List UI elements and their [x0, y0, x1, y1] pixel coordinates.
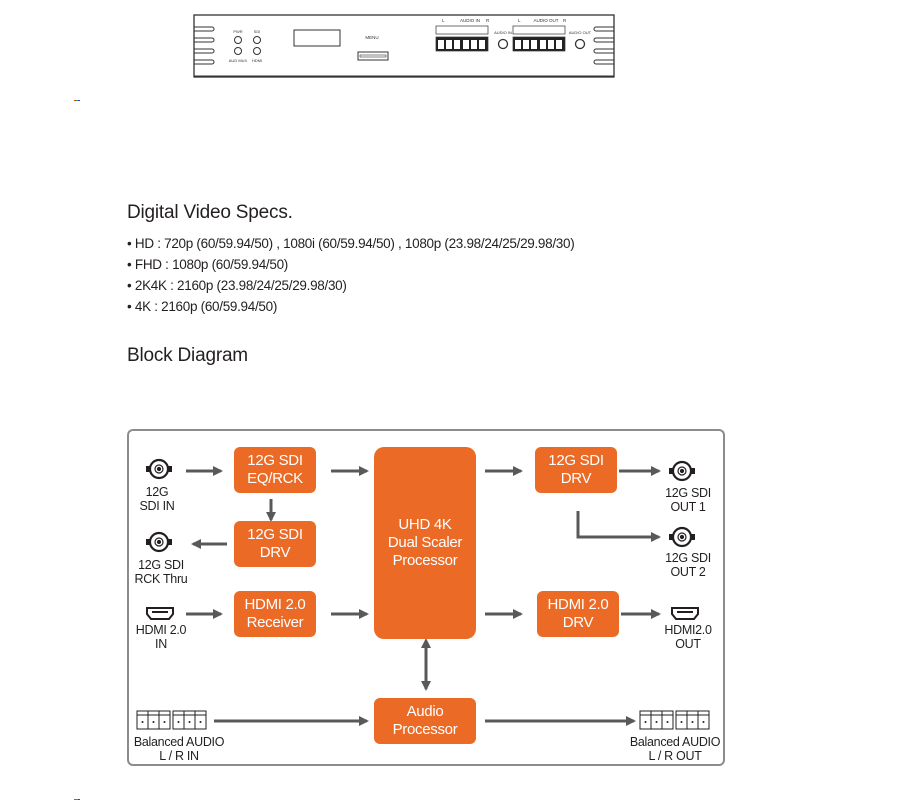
label-line: Balanced AUDIO — [133, 735, 225, 749]
led-hdmi-icon — [253, 47, 261, 55]
port-label-audio-in: Balanced AUDIO L / R IN — [129, 735, 229, 763]
label-line: L / R OUT — [648, 749, 702, 763]
label-line: IN — [155, 637, 167, 651]
audio-out-jack-icon — [574, 38, 586, 50]
block-line: Processor — [392, 721, 458, 738]
bnc-connector-icon — [146, 531, 172, 553]
bnc-connector-icon — [146, 458, 172, 480]
label-line: 12G — [145, 485, 169, 499]
audio-out-right-label: R — [563, 18, 567, 23]
hdmi-port-icon — [671, 607, 699, 620]
port-label-sdi-in: 12G SDI IN — [137, 485, 177, 513]
led-label-sdi: SDI — [254, 29, 261, 34]
lcd-display — [293, 29, 341, 47]
port-label-hdmi-out: HDMI2.0 OUT — [657, 623, 719, 651]
block-line: HDMI 2.0 — [547, 596, 609, 613]
port-label-audio-out: Balanced AUDIO L / R OUT — [625, 735, 725, 763]
spec-item: • 2K4K : 2160p (23.98/24/25/29.98/30) — [127, 278, 347, 293]
label-line: 12G SDI — [138, 558, 184, 572]
block-line: EQ/RCK — [247, 470, 303, 487]
led-pwr-icon — [234, 36, 242, 44]
spec-item: • 4K : 2160p (60/59.94/50) — [127, 299, 278, 314]
block-audio-processor: Audio Processor — [374, 698, 476, 744]
block-line: DRV — [562, 614, 594, 631]
block-sdi-drv-left: 12G SDI DRV — [234, 521, 316, 567]
audio-out-terminal-icon — [512, 25, 566, 52]
port-label-hdmi-in: HDMI 2.0 IN — [131, 623, 191, 651]
page-mark-top — [74, 88, 80, 101]
block-hdmi-receiver: HDMI 2.0 Receiver — [234, 591, 316, 637]
block-uhd-processor: UHD 4K Dual Scaler Processor — [374, 447, 476, 639]
led-label-aud-mux: AUD MUX — [229, 58, 248, 63]
audio-in-right-label: R — [486, 18, 490, 23]
terminal-block-icon — [639, 710, 710, 730]
audio-out-left-label: L — [518, 18, 521, 23]
port-label-sdi-out1: 12G SDI OUT 1 — [657, 486, 719, 514]
port-label-sdi-out2: 12G SDI OUT 2 — [657, 551, 719, 579]
block-sdi-drv-right: 12G SDI DRV — [535, 447, 617, 493]
front-panel-drawing: PWR SDI AUD MUX HDMI MENU AUDIO IN L R A… — [193, 14, 615, 78]
led-aud-mux-icon — [234, 47, 242, 55]
block-line: Audio — [406, 703, 444, 720]
audio-out-jack-label: AUDIO OUT — [569, 30, 592, 35]
label-line: HDMI 2.0 — [135, 623, 187, 637]
spec-item: • HD : 720p (60/59.94/50) , 1080i (60/59… — [127, 236, 575, 251]
led-label-hdmi: HDMI — [252, 58, 262, 63]
page-mark-bottom — [74, 787, 80, 800]
arrow-sdi-out2 — [576, 511, 661, 542]
label-line: 12G SDI — [665, 486, 711, 500]
audio-out-header: AUDIO OUT — [533, 18, 558, 23]
block-line: DRV — [560, 470, 592, 487]
audio-in-jack-icon — [497, 38, 509, 50]
block-line: 12G SDI — [247, 526, 303, 543]
audio-in-left-label: L — [442, 18, 445, 23]
block-sdi-eq-rck: 12G SDI EQ/RCK — [234, 447, 316, 493]
label-line: OUT 2 — [670, 565, 706, 579]
block-diagram: 12G SDI EQ/RCK 12G SDI DRV HDMI 2.0 Rece… — [127, 429, 725, 766]
label-line: Balanced AUDIO — [629, 735, 721, 749]
block-line: UHD 4K — [398, 516, 452, 533]
label-line: HDMI2.0 — [664, 623, 712, 637]
label-line: L / R IN — [159, 749, 199, 763]
specs-title: Digital Video Specs. — [127, 202, 293, 223]
led-label-pwr: PWR — [233, 29, 242, 34]
block-line: 12G SDI — [247, 452, 303, 469]
terminal-block-icon — [136, 710, 207, 730]
block-line: Dual Scaler — [387, 534, 463, 551]
label-line: 12G SDI — [665, 551, 711, 565]
left-rack-ears — [194, 26, 215, 65]
bnc-connector-icon — [669, 460, 695, 482]
label-line: OUT 1 — [670, 500, 706, 514]
block-line: Processor — [392, 552, 458, 569]
menu-button-icon — [357, 51, 389, 61]
hdmi-port-icon — [146, 607, 174, 620]
led-sdi-icon — [253, 36, 261, 44]
block-line: 12G SDI — [548, 452, 604, 469]
block-hdmi-drv: HDMI 2.0 DRV — [537, 591, 619, 637]
block-line: HDMI 2.0 — [244, 596, 306, 613]
block-line: DRV — [259, 544, 291, 561]
block-diagram-title: Block Diagram — [127, 345, 248, 366]
audio-in-header: AUDIO IN — [460, 18, 480, 23]
bnc-connector-icon — [669, 526, 695, 548]
audio-in-jack-label: AUDIO IN — [494, 30, 512, 35]
spec-item: • FHD : 1080p (60/59.94/50) — [127, 257, 288, 272]
diagram-connectors — [136, 458, 710, 730]
audio-in-terminal-icon — [435, 25, 489, 52]
port-label-sdi-rck-thru: 12G SDI RCK Thru — [131, 558, 191, 586]
label-line: OUT — [675, 637, 701, 651]
block-line: Receiver — [246, 614, 304, 631]
label-line: SDI IN — [139, 499, 175, 513]
right-rack-ears — [593, 26, 614, 65]
label-line: RCK Thru — [134, 572, 188, 586]
menu-label: MENU — [365, 35, 378, 40]
